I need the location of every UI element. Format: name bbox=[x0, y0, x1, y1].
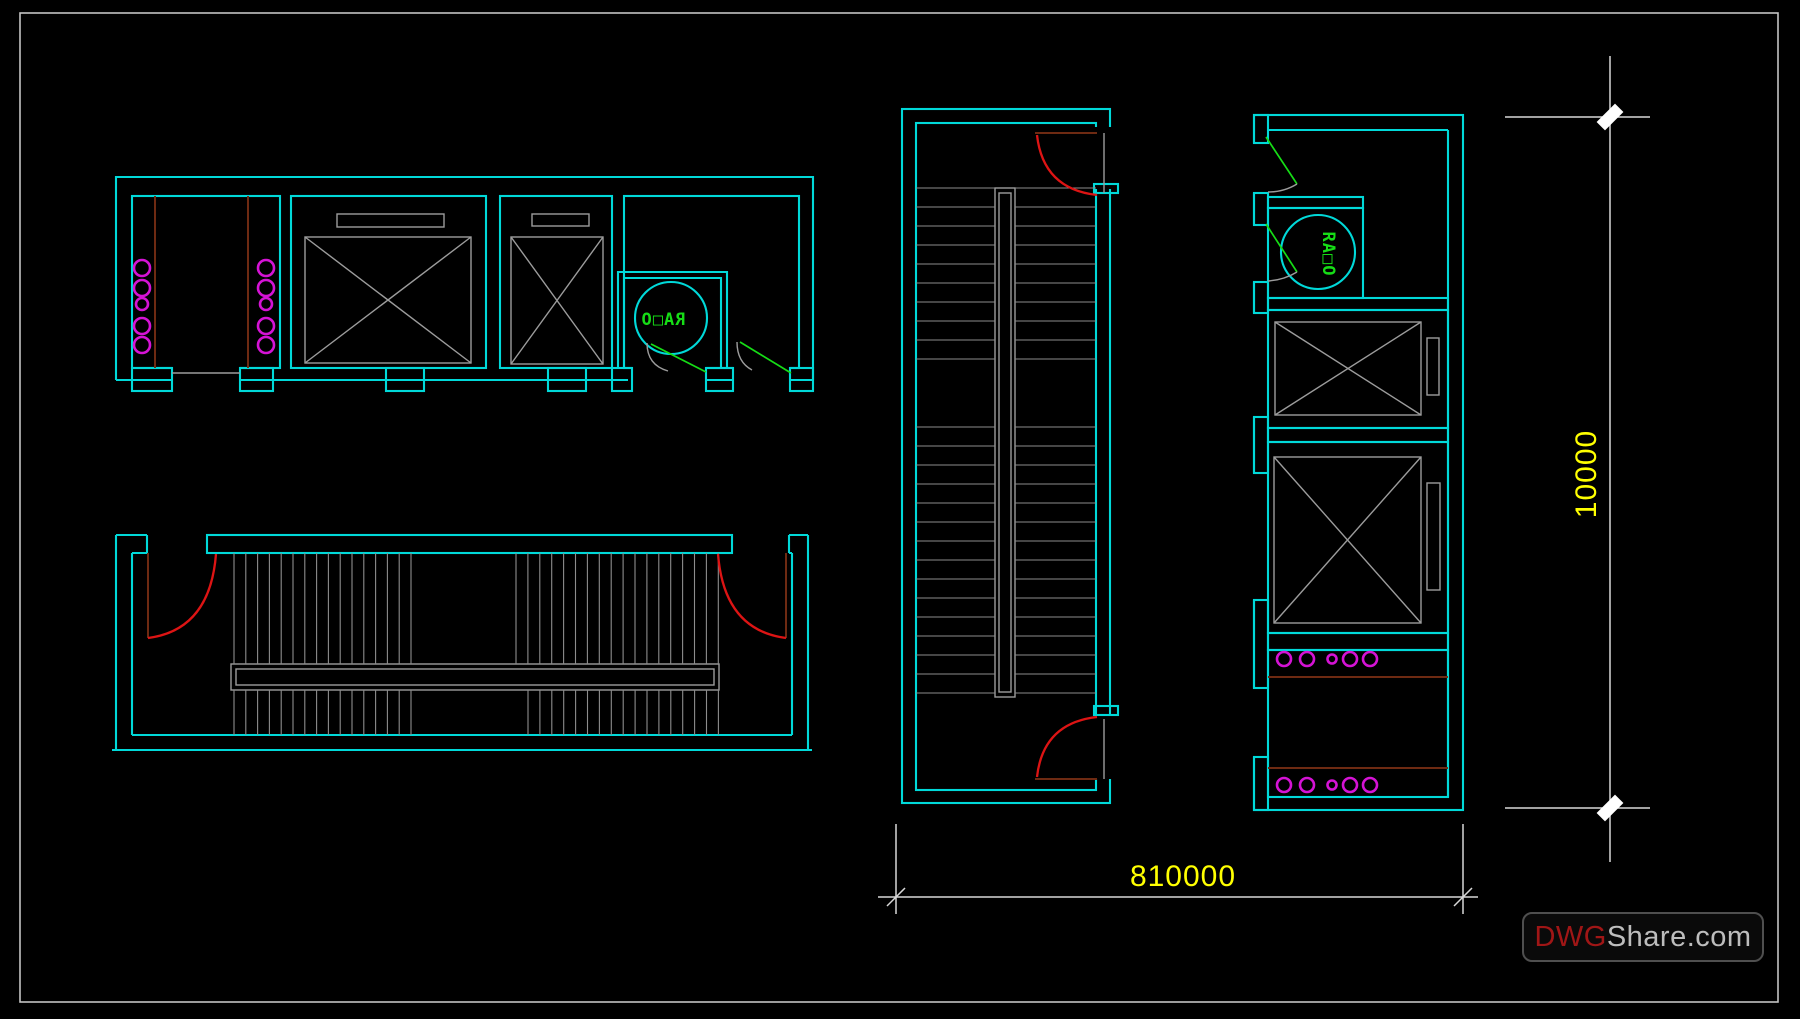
vertical-dimension: 10000 bbox=[1505, 56, 1650, 862]
handrail-outer bbox=[994, 187, 1016, 698]
outer-wall bbox=[900, 107, 1112, 805]
dividing-wall bbox=[1266, 195, 1365, 210]
elevator-column-plan: RA□O bbox=[1247, 113, 1465, 812]
guide-rail-lines bbox=[154, 196, 249, 368]
stair-treads-lower-left bbox=[233, 690, 412, 735]
horizontal-stair-plan bbox=[112, 533, 812, 752]
stair-treads-upper-right bbox=[515, 553, 719, 664]
horizontal-dimension: 810000 bbox=[878, 824, 1478, 914]
door-swing-arc bbox=[1267, 271, 1298, 282]
door-opening bbox=[1090, 127, 1122, 189]
elevator-shaft-large bbox=[289, 194, 488, 370]
handrail-inner bbox=[998, 192, 1012, 693]
elevator-bank-plan: RA□O bbox=[114, 175, 815, 393]
door-leaf bbox=[739, 341, 792, 374]
shaft-x-symbol bbox=[1273, 456, 1422, 624]
stair-treads-lower-right bbox=[1015, 426, 1096, 694]
door-opening bbox=[172, 362, 240, 388]
stair-walls bbox=[112, 533, 812, 752]
door-swing-arc bbox=[736, 341, 753, 371]
ladder-circle bbox=[1279, 213, 1357, 291]
door-swing-arc bbox=[1267, 183, 1298, 193]
anchor-bolt-circles bbox=[1275, 650, 1379, 794]
shaft-door bbox=[1426, 482, 1441, 591]
left-wall-openings bbox=[1247, 143, 1261, 757]
ladder-room-outer bbox=[616, 270, 729, 368]
elevator-shaft-small bbox=[1266, 308, 1450, 430]
stair-treads-upper-left bbox=[916, 187, 995, 360]
shaft-x-symbol bbox=[510, 236, 604, 365]
elevator-shaft-large bbox=[1266, 440, 1450, 635]
machine-room bbox=[1266, 648, 1450, 799]
dimension-tick bbox=[1453, 887, 1473, 907]
stair-treads-lower-right bbox=[527, 690, 719, 735]
anchor-bolt-circles bbox=[132, 258, 276, 355]
outer-wall bbox=[1252, 113, 1465, 812]
handrail-inner bbox=[235, 668, 715, 686]
outer-wall bbox=[114, 175, 815, 380]
counterweight bbox=[531, 213, 590, 227]
door-swing-arc bbox=[147, 553, 218, 640]
door-swing-arc bbox=[1035, 134, 1098, 197]
dimension-tick bbox=[1596, 794, 1624, 822]
handrail-outer bbox=[230, 663, 720, 691]
door-leaf bbox=[1265, 223, 1298, 273]
ladder-room-inner bbox=[622, 276, 723, 368]
dividing-wall bbox=[1266, 426, 1450, 444]
door-swing-arc bbox=[646, 342, 669, 372]
dimension-text-vertical: 10000 bbox=[1570, 430, 1603, 518]
wall-jambs bbox=[130, 366, 815, 393]
dividing-wall bbox=[1266, 631, 1450, 652]
shaft-door bbox=[1426, 337, 1440, 396]
stair-treads-upper-right bbox=[1015, 187, 1096, 360]
elevator-shaft-small bbox=[498, 194, 614, 370]
door-leaf bbox=[650, 343, 707, 373]
counterweight bbox=[336, 213, 445, 228]
door-swing-arc bbox=[1035, 715, 1098, 778]
shaft-x-symbol bbox=[1274, 321, 1422, 416]
vertical-stair-plan bbox=[900, 107, 1122, 805]
dimension-tick bbox=[886, 887, 906, 907]
door-leaf bbox=[1265, 136, 1298, 185]
ladder-room bbox=[1266, 206, 1365, 300]
dividing-wall bbox=[1266, 296, 1450, 312]
inner-wall bbox=[914, 121, 1098, 792]
watermark-brand-suffix: Share.com bbox=[1606, 920, 1752, 953]
watermark-brand-prefix: DWG bbox=[1534, 920, 1607, 953]
shaft-label-mirrored: RA□O bbox=[641, 310, 686, 330]
lobby-room bbox=[622, 194, 801, 370]
shaft-x-symbol bbox=[304, 236, 472, 364]
door-swing-arc bbox=[716, 553, 787, 640]
dimension-text-horizontal: 810000 bbox=[1130, 860, 1236, 893]
shaft-label-rotated: RA□O bbox=[1318, 232, 1338, 277]
stair-treads-upper-left bbox=[233, 553, 412, 664]
dimension-tick bbox=[1596, 103, 1624, 131]
drawing-border bbox=[19, 12, 1779, 1003]
door-opening bbox=[733, 362, 790, 388]
stair-treads-lower-left bbox=[916, 426, 995, 694]
guide-rail-lines bbox=[1268, 676, 1448, 769]
door-opening bbox=[1090, 716, 1122, 779]
wall-jamb bbox=[1092, 704, 1120, 717]
